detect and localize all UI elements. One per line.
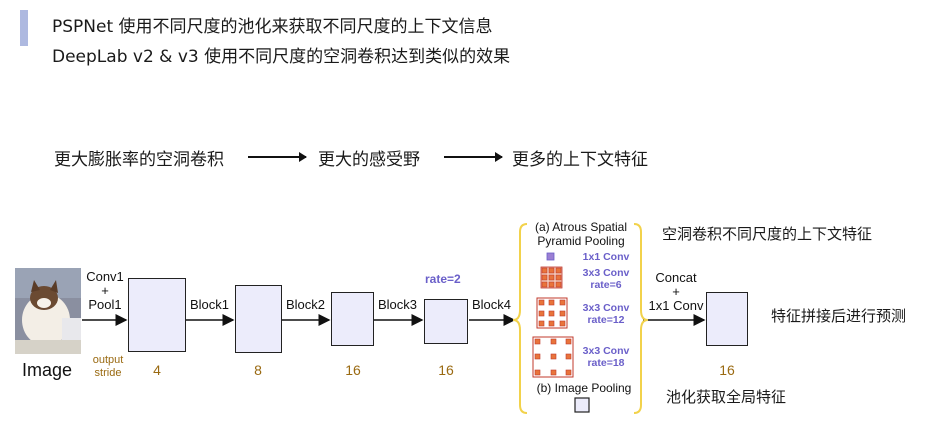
concat-line-2: 1x1 Conv — [648, 298, 704, 313]
aspp-left-brace — [512, 223, 528, 414]
block1-label: Block1 — [190, 297, 230, 312]
stride-value-4: 16 — [438, 362, 454, 378]
conv3x3-rate18-label: 3x3 Conv rate=18 — [576, 345, 636, 369]
aspp-right-brace — [633, 223, 649, 414]
block3-label: Block3 — [378, 297, 418, 312]
stride-value-5: 16 — [719, 362, 735, 378]
concat-note: 特征拼接后进行预测 — [771, 307, 907, 325]
flow-arrow-2 — [444, 152, 503, 162]
image-label: Image — [22, 360, 73, 380]
output-stride-line-2: stride — [94, 367, 122, 379]
feature-map-block2 — [331, 292, 374, 346]
flow-step-3: 更多的上下文特征 — [512, 150, 648, 170]
image-pooling-label: (b) Image Pooling — [536, 381, 632, 395]
concat-plus: + — [672, 284, 680, 299]
atrous-note: 空洞卷积不同尺度的上下文特征 — [662, 225, 873, 243]
conv1-pool1-label: Conv1 + Pool1 — [82, 270, 128, 312]
feature-map-conv1 — [128, 278, 186, 352]
conv3x3-rate6-line-2: rate=6 — [590, 279, 622, 291]
accent-bar — [20, 10, 28, 46]
conv1-text: Conv1 — [86, 269, 124, 284]
aspp-title-line-2: Pyramid Pooling — [537, 234, 625, 248]
feature-map-block1 — [235, 285, 282, 353]
block2-label: Block2 — [286, 297, 326, 312]
block4-label: Block4 — [472, 297, 512, 312]
stride-value-2: 8 — [254, 362, 262, 378]
concat-label: Concat + 1x1 Conv — [646, 271, 706, 313]
pool-note: 池化获取全局特征 — [666, 388, 787, 406]
conv1x1-label: 1x1 Conv — [582, 251, 630, 263]
flow-step-1: 更大膨胀率的空洞卷积 — [54, 150, 224, 170]
kernel-1x1 — [546, 252, 555, 261]
pool1-text: Pool1 — [88, 297, 122, 312]
header-line-1: PSPNet 使用不同尺度的池化来获取不同尺度的上下文信息 — [52, 17, 493, 37]
output-stride-line-1: output — [92, 354, 124, 366]
stride-value-1: 4 — [153, 362, 161, 378]
rate2-label: rate=2 — [425, 272, 461, 286]
image-pooling-box — [574, 397, 590, 413]
input-cat-image — [15, 268, 81, 354]
conv3x3-rate12-label: 3x3 Conv rate=12 — [576, 302, 636, 326]
kernel-3x3-rate12 — [536, 297, 568, 329]
conv3x3-rate6-label: 3x3 Conv rate=6 — [576, 267, 636, 291]
conv3x3-rate12-line-2: rate=12 — [587, 314, 625, 326]
conv3x3-rate18-line-2: rate=18 — [587, 357, 625, 369]
feature-map-block3 — [424, 299, 468, 344]
output-stride-label: output stride — [86, 354, 130, 380]
aspp-title-line-1: (a) Atrous Spatial — [534, 220, 628, 234]
conv-plus-text: + — [101, 283, 109, 298]
kernel-3x3-rate6 — [540, 266, 563, 289]
feature-map-output — [706, 292, 748, 346]
concat-line-1: Concat — [655, 270, 697, 285]
flow-step-2: 更大的感受野 — [318, 150, 420, 170]
conv3x3-rate18-line-1: 3x3 Conv — [582, 345, 630, 357]
conv3x3-rate12-line-1: 3x3 Conv — [582, 302, 630, 314]
kernel-3x3-rate18 — [532, 336, 574, 378]
header-line-2: DeepLab v2 & v3 使用不同尺度的空洞卷积达到类似的效果 — [52, 47, 511, 67]
flow-arrow-1 — [248, 152, 307, 162]
conv3x3-rate6-line-1: 3x3 Conv — [582, 267, 630, 279]
stride-value-3: 16 — [345, 362, 361, 378]
aspp-title: (a) Atrous Spatial Pyramid Pooling — [524, 220, 638, 248]
